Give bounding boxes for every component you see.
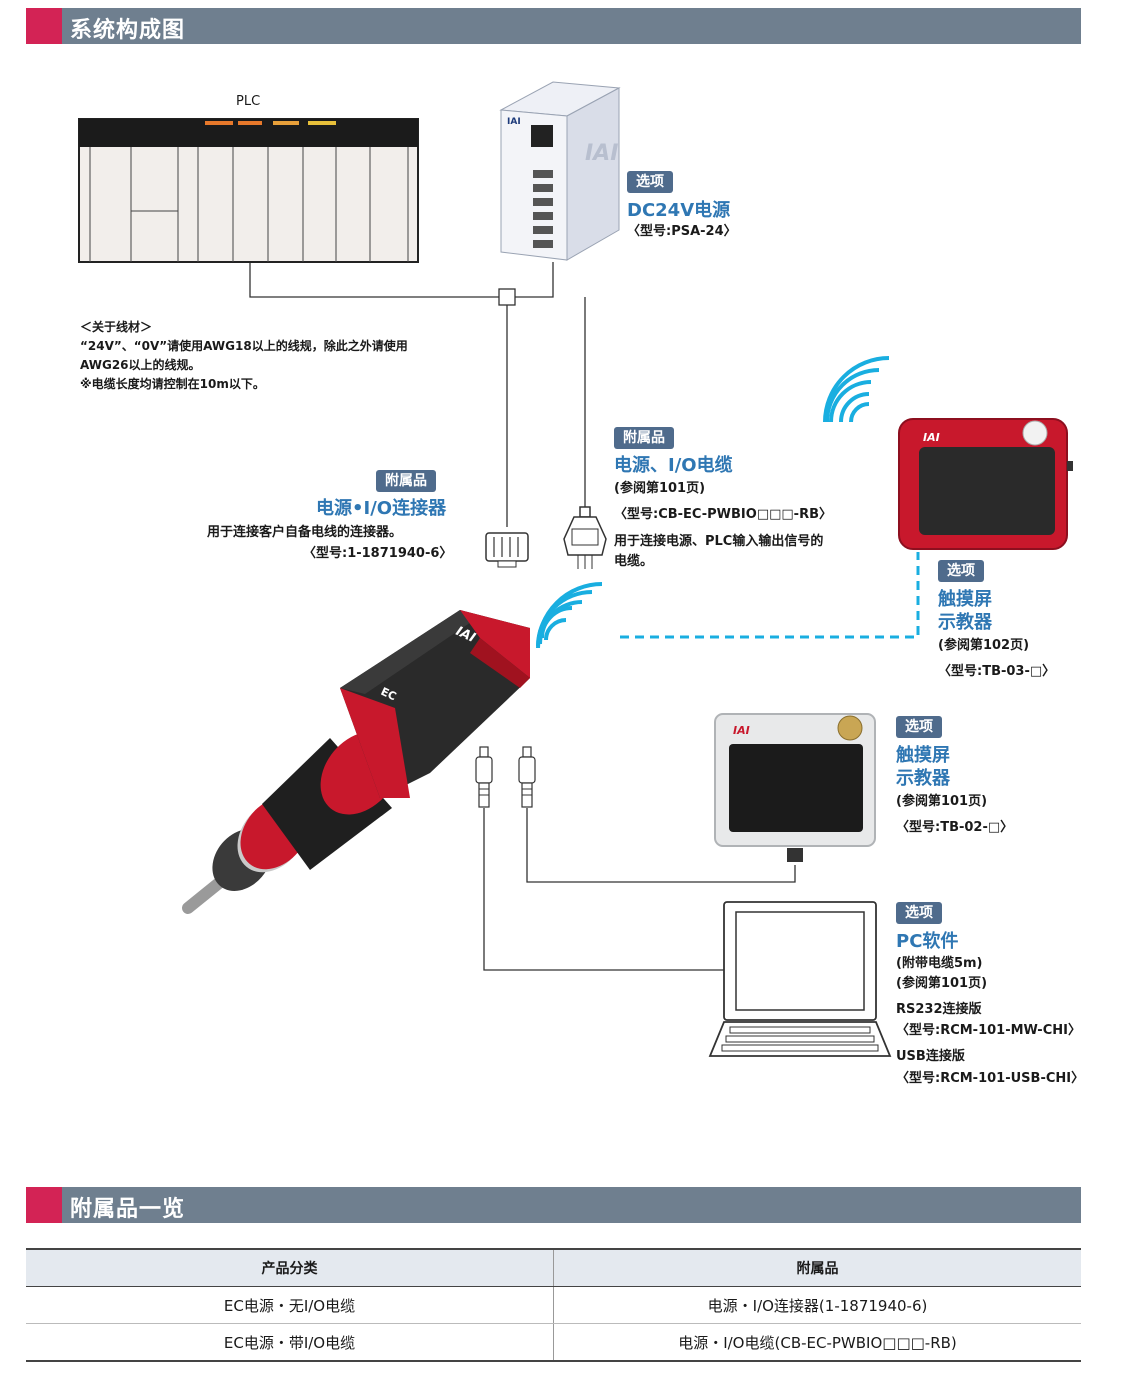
section-accent: [26, 1187, 62, 1223]
tb02-brand: IAI: [733, 724, 750, 737]
pc-software-usb-label: USB连接版: [896, 1049, 965, 1064]
section-accent: [26, 8, 62, 44]
pc-software-ref: (参阅第101页): [896, 976, 988, 991]
table-row: EC电源・无I/O电缆 电源・I/O连接器(1-1871940-6): [26, 1286, 1081, 1324]
table-cell-category: EC电源・带I/O电缆: [26, 1323, 554, 1362]
tb02-option-tag: 选项: [896, 716, 942, 738]
pc-cable-plugs: [475, 746, 536, 808]
psu-name: DC24V电源: [627, 200, 731, 221]
tb03-ref: (参阅第102页): [938, 638, 1030, 653]
actuator-wireless-icon: [536, 582, 603, 649]
table-header-accessory: 附属品: [553, 1248, 1081, 1287]
tb02-model: 〈型号:TB-02-□〉: [896, 820, 1014, 835]
psu-brand: IAI: [507, 117, 521, 127]
tb03-model: 〈型号:TB-03-□〉: [938, 664, 1056, 679]
wire-note-line3: ※电缆长度均请控制在10m以下。: [80, 377, 265, 391]
tb03-brand: IAI: [923, 431, 940, 444]
pc-software-usb-model: 〈型号:RCM-101-USB-CHI〉: [896, 1071, 1085, 1086]
table-cell-category: EC电源・无I/O电缆: [26, 1286, 554, 1324]
pc-laptop-icon: [708, 901, 892, 1057]
tb03-name1: 触摸屏: [938, 589, 992, 610]
io-cable-desc1: 用于连接电源、PLC输入输出信号的: [614, 534, 824, 549]
pc-software-name: PC软件: [896, 931, 959, 952]
io-cable-plug-icon: [563, 506, 607, 569]
tb02-ref: (参阅第101页): [896, 794, 988, 809]
psu-model: 〈型号:PSA-24〉: [627, 224, 737, 239]
plc-label: PLC: [236, 94, 261, 109]
pc-software-rs232-model: 〈型号:RCM-101-MW-CHI〉: [896, 1023, 1081, 1038]
actuator-label: EC: [379, 685, 399, 703]
connector-model: 〈型号:1-1871940-6〉: [303, 546, 453, 561]
io-cable-desc2: 电缆。: [614, 554, 654, 569]
tb03-name2: 示教器: [938, 612, 992, 633]
pc-software-cable: (附带电缆5m): [896, 956, 983, 971]
io-cable-model: 〈型号:CB-EC-PWBIO□□□-RB〉: [614, 507, 832, 522]
connector-plug-icon: [485, 532, 529, 568]
wire-note-title: ＜关于线材＞: [80, 320, 153, 334]
connector-name: 电源•I/O连接器: [316, 498, 447, 519]
section-header-system: 系统构成图: [26, 8, 1081, 44]
svg-text:IAI: IAI: [585, 141, 618, 166]
power-supply-unit: IAI IAI: [499, 81, 621, 261]
connector-desc: 用于连接客户自备电线的连接器。: [207, 525, 403, 540]
connector-accessory-tag: 附属品: [376, 470, 436, 492]
tb03-option-tag: 选项: [938, 560, 984, 582]
section-header-accessories: 附属品一览: [26, 1187, 1081, 1223]
pc-software-rs232-label: RS232连接版: [896, 1002, 982, 1017]
tb03-device: IAI: [898, 418, 1073, 550]
table-cell-accessory: 电源・I/O连接器(1-1871940-6): [553, 1286, 1081, 1324]
io-cable-name: 电源、I/O电缆: [614, 455, 733, 476]
table-cell-accessory: 电源・I/O电缆(CB-EC-PWBIO□□□-RB): [553, 1323, 1081, 1362]
ec-actuator: IAI EC: [182, 610, 530, 914]
io-cable-ref: (参阅第101页): [614, 481, 706, 496]
pc-software-option-tag: 选项: [896, 902, 942, 924]
io-cable-accessory-tag: 附属品: [614, 427, 674, 449]
section-title: 系统构成图: [70, 18, 186, 43]
table-row: EC电源・带I/O电缆 电源・I/O电缆(CB-EC-PWBIO□□□-RB): [26, 1323, 1081, 1362]
tb02-device: IAI: [714, 713, 876, 862]
section-title: 附属品一览: [70, 1197, 186, 1222]
table-header-category: 产品分类: [26, 1248, 554, 1287]
plc-unit: [78, 118, 419, 263]
tb03-wireless-icon: [823, 356, 890, 423]
wire-note-line1: “24V”、“0V”请使用AWG18以上的线规，除此之外请使用: [80, 339, 408, 353]
psu-option-tag: 选项: [627, 171, 673, 193]
accessory-table: 产品分类 附属品 EC电源・无I/O电缆 电源・I/O连接器(1-1871940…: [26, 1248, 1081, 1362]
tb02-name1: 触摸屏: [896, 745, 950, 766]
table-header-row: 产品分类 附属品: [26, 1248, 1081, 1287]
wire-note-line2: AWG26以上的线规。: [80, 358, 201, 372]
tb02-name2: 示教器: [896, 768, 950, 789]
